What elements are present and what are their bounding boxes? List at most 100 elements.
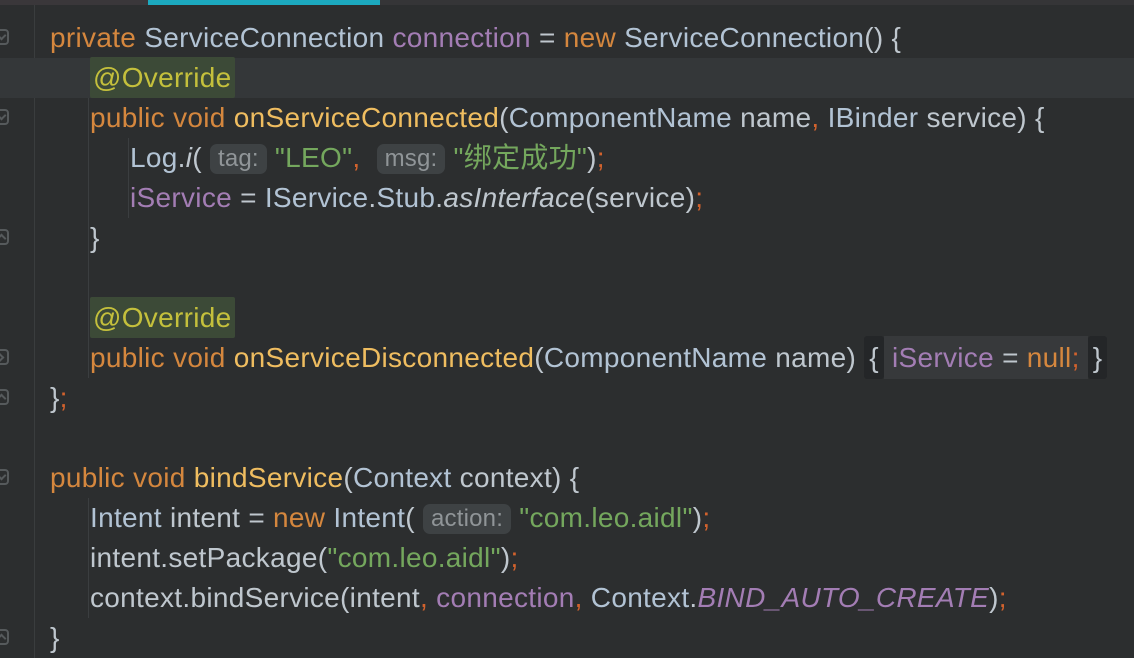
- code-line[interactable]: private ServiceConnection connection = n…: [0, 18, 1134, 58]
- folded-code[interactable]: null: [1026, 336, 1072, 379]
- code-token: i: [185, 142, 193, 173]
- code-token: [165, 342, 173, 373]
- code-line[interactable]: }: [0, 618, 1134, 658]
- code-token: public: [90, 102, 165, 133]
- code-token: ;: [59, 382, 68, 413]
- code-token: }: [50, 622, 60, 653]
- code-token: ComponentName: [543, 342, 768, 373]
- code-token: [819, 102, 827, 133]
- tab-bar-left-segment: [0, 0, 148, 5]
- code-token: ServiceConnection: [624, 22, 865, 53]
- fold-icon[interactable]: [0, 389, 9, 405]
- parameter-hint: action:: [422, 504, 512, 534]
- code-line[interactable]: };: [0, 378, 1134, 418]
- code-token: [511, 502, 519, 533]
- code-token: ServiceConnection: [144, 22, 385, 53]
- code-token: (: [192, 142, 210, 173]
- code-token: connection: [392, 22, 531, 53]
- code-token: @Override: [90, 297, 235, 338]
- code-token: (service): [585, 182, 696, 213]
- fold-icon[interactable]: [0, 349, 9, 365]
- code-line[interactable]: public void onServiceDisconnected(Compon…: [0, 336, 1134, 379]
- code-token: connection: [436, 582, 575, 613]
- code-token: intent.setPackage(: [90, 542, 328, 573]
- code-token: iService: [130, 182, 232, 213]
- active-tab-underline: [148, 0, 380, 5]
- folded-code[interactable]: =: [993, 336, 1027, 379]
- parameter-hint: msg:: [376, 144, 446, 174]
- code-token: new: [273, 502, 326, 533]
- fold-icon[interactable]: [0, 469, 9, 485]
- code-line[interactable]: intent.setPackage("com.leo.aidl");: [0, 538, 1134, 578]
- code-token: void: [173, 342, 226, 373]
- gutter-separator: [34, 5, 35, 658]
- code-line[interactable]: public void bindService(Context context)…: [0, 458, 1134, 498]
- code-token: ) {: [552, 462, 580, 493]
- folded-code[interactable]: }: [1087, 336, 1108, 379]
- code-token: ;: [596, 142, 605, 173]
- code-token: [226, 342, 234, 373]
- code-token: void: [133, 462, 186, 493]
- code-token: BIND_AUTO_CREATE: [697, 582, 990, 613]
- code-line[interactable]: @Override: [0, 57, 1134, 98]
- code-token: Intent: [333, 502, 406, 533]
- code-token: ;: [702, 502, 711, 533]
- code-line[interactable]: iService = IService.Stub.asInterface(ser…: [0, 178, 1134, 218]
- code-token: [616, 22, 624, 53]
- folded-code[interactable]: [1079, 336, 1088, 379]
- code-token: name: [732, 102, 812, 133]
- code-token: [186, 462, 194, 493]
- code-line[interactable]: public void onServiceConnected(Component…: [0, 98, 1134, 138]
- code-line[interactable]: }: [0, 218, 1134, 258]
- fold-icon[interactable]: [0, 29, 9, 45]
- code-token: .: [435, 182, 444, 213]
- code-token: Log: [130, 142, 178, 173]
- fold-icon[interactable]: [0, 229, 9, 245]
- code-token: Intent: [90, 502, 162, 533]
- tab-bar-right-segment: [380, 0, 1134, 5]
- folded-code[interactable]: {: [864, 336, 884, 379]
- code-line[interactable]: Intent intent = new Intent( action: "com…: [0, 498, 1134, 538]
- code-token: ): [846, 342, 865, 373]
- code-token: [125, 462, 133, 493]
- code-token: name: [767, 342, 847, 373]
- code-token: .: [368, 182, 377, 213]
- code-token: .: [689, 582, 698, 613]
- fold-icon[interactable]: [0, 629, 9, 645]
- code-token: bindService: [193, 462, 344, 493]
- code-token: IBinder: [827, 102, 919, 133]
- parameter-hint: tag:: [209, 144, 267, 174]
- code-token: =: [530, 22, 564, 53]
- folded-code[interactable]: [883, 336, 892, 379]
- code-line[interactable]: Log.i( tag: "LEO", msg: "绑定成功");: [0, 138, 1134, 178]
- folded-code[interactable]: iService: [891, 336, 994, 379]
- code-token: [428, 582, 436, 613]
- code-token: Context: [590, 582, 690, 613]
- code-editor[interactable]: private ServiceConnection connection = n…: [0, 5, 1134, 658]
- code-token: new: [563, 22, 616, 53]
- code-token: ;: [510, 542, 519, 573]
- code-line[interactable]: @Override: [0, 297, 1134, 338]
- code-token: () {: [864, 22, 902, 53]
- code-line[interactable]: [0, 418, 1134, 458]
- code-token: context.bindService(intent: [90, 582, 420, 613]
- code-token: (: [534, 342, 544, 373]
- code-token: [583, 582, 591, 613]
- code-line[interactable]: context.bindService(intent, connection, …: [0, 578, 1134, 618]
- code-token: (: [343, 462, 353, 493]
- code-token: ): [692, 502, 703, 533]
- fold-icon[interactable]: [0, 109, 9, 125]
- code-line[interactable]: [0, 258, 1134, 298]
- code-token: ;: [695, 182, 704, 213]
- code-token: .: [177, 142, 186, 173]
- code-token: onServiceConnected: [233, 102, 500, 133]
- code-token: ): [587, 142, 597, 173]
- code-token: Stub: [376, 182, 436, 213]
- code-token: ): [500, 542, 511, 573]
- folded-code[interactable]: ;: [1071, 336, 1080, 379]
- code-token: }: [50, 382, 60, 413]
- code-token: asInterface: [443, 182, 586, 213]
- code-token: ,: [574, 582, 583, 613]
- code-token: public: [90, 342, 165, 373]
- code-token: context: [451, 462, 553, 493]
